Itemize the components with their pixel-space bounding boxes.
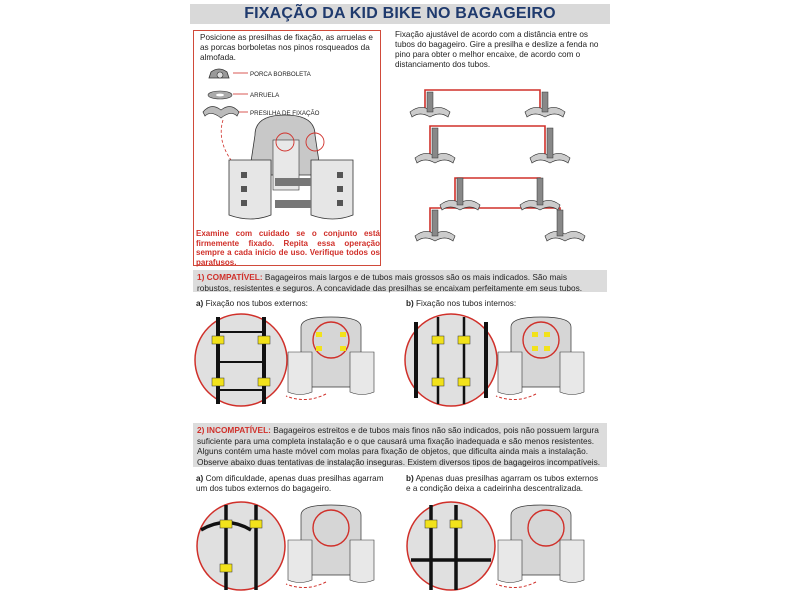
label-wing-nut: PORCA BORBOLETA <box>250 71 311 78</box>
compatible-diagram-a <box>194 313 375 407</box>
compatible-header: 1) COMPATÍVEL: Bagageiros mais largos e … <box>193 270 607 293</box>
step1-warning: Examine com cuidado se o conjunto está f… <box>196 229 380 267</box>
step2-instruction: Fixação ajustável de acordo com a distân… <box>395 30 599 69</box>
compatible-diagram-b <box>404 313 585 407</box>
compatible-label: 1) COMPATÍVEL: <box>197 272 263 282</box>
compatible-case-b: b) Fixação nos tubos internos: <box>406 299 517 308</box>
compatible-text: Bagageiros mais largos e de tubos mais g… <box>197 272 583 293</box>
incompatible-text: Bagageiros estreitos e de tubos mais fin… <box>197 425 601 467</box>
label-clamp: PRESILHA DE FIXAÇÃO <box>250 110 320 117</box>
incompatible-label: 2) INCOMPATÍVEL: <box>197 425 271 435</box>
hardware-illustration <box>202 68 354 220</box>
title-bar: FIXAÇÃO DA KID BIKE NO BAGAGEIRO <box>190 4 610 24</box>
step1-instruction: Posicione as presilhas de fixação, as ar… <box>200 33 373 62</box>
incompatible-header: 2) INCOMPATÍVEL: Bagageiros estreitos e … <box>193 423 607 467</box>
incompatible-case-b: b) Apenas duas presilhas agarram os tubo… <box>406 474 599 493</box>
seat-illustration <box>228 114 354 220</box>
compatible-case-a: a) Fixação nos tubos externos: <box>196 299 308 308</box>
incompatible-diagram-a <box>196 501 375 591</box>
wing-nut-icon <box>208 68 230 79</box>
clamp-icon <box>202 106 240 119</box>
incompatible-diagram-b <box>406 501 585 591</box>
adjustable-clamp-diagram <box>409 89 586 242</box>
incompatible-case-a: a) Com dificuldade, apenas duas presilha… <box>196 474 384 493</box>
page-title: FIXAÇÃO DA KID BIKE NO BAGAGEIRO <box>244 5 556 22</box>
label-washer: ARRUELA <box>250 92 280 99</box>
washer-icon <box>207 90 233 100</box>
